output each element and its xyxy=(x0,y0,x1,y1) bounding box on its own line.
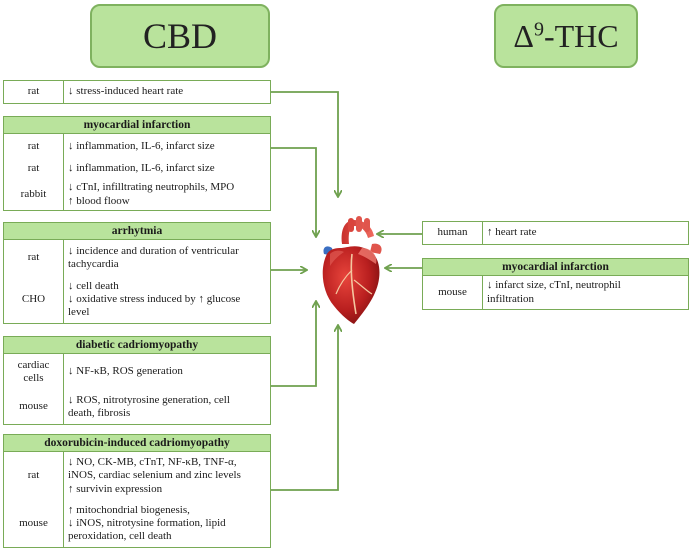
effect-cell: ↓ inflammation, IL-6, infarct size xyxy=(64,134,270,159)
species-cell: mouse xyxy=(423,276,483,309)
species-label: rat xyxy=(27,162,40,175)
effect-label: ↓ cTnI, infilltrating neutrophils, MPO ↑… xyxy=(68,181,235,207)
cbd-diabetic-panel: diabetic cadriomyopathy cardiac cells ↓ … xyxy=(3,336,271,425)
species-label: rabbit xyxy=(20,187,47,200)
thc-sup: 9 xyxy=(533,17,544,40)
species-cell: rat xyxy=(4,452,64,500)
effect-cell: ↓ inflammation, IL-6, infarct size xyxy=(64,159,270,179)
table-row: rat ↓ incidence and duration of ventricu… xyxy=(4,240,270,276)
species-label: mouse xyxy=(19,516,48,529)
species-label: rat xyxy=(27,251,40,264)
species-cell: cardiac cells xyxy=(4,354,64,390)
arrow-myocardial xyxy=(271,147,316,236)
effect-cell: ↓ cell death ↓ oxidative stress induced … xyxy=(64,276,270,323)
panel-header: myocardial infarction xyxy=(4,117,270,134)
effect-label: ↓ infarct size, cTnI, neutrophil infiltr… xyxy=(487,279,621,305)
effect-label: ↑ mitochondrial biogenesis, ↓ iNOS, nitr… xyxy=(68,503,226,543)
species-cell: mouse xyxy=(4,390,64,424)
table-row: mouse ↓ ROS, nitrotyrosine generation, c… xyxy=(4,390,270,424)
effect-cell: ↓ stress-induced heart rate xyxy=(64,81,270,103)
table-row: rat ↓ inflammation, IL-6, infarct size xyxy=(4,134,270,159)
species-cell: mouse xyxy=(4,500,64,547)
effect-label: ↓ cell death ↓ oxidative stress induced … xyxy=(68,279,241,319)
thc-heart-rate-panel: human ↑ heart rate xyxy=(422,221,689,245)
arrow-doxorubicin xyxy=(271,326,338,491)
cbd-stress-panel: rat ↓ stress-induced heart rate xyxy=(3,80,271,104)
species-label: cardiac cells xyxy=(17,358,50,384)
species-label: rat xyxy=(27,139,40,152)
effect-cell: ↑ heart rate xyxy=(483,222,688,244)
thc-myocardial-panel: myocardial infarction mouse ↓ infarct si… xyxy=(422,258,689,310)
table-row: rat ↓ NO, CK-MB, cTnT, NF-κB, TNF-α, iNO… xyxy=(4,452,270,500)
table-row: rabbit ↓ cTnI, infilltrating neutrophils… xyxy=(4,179,270,210)
table-row: mouse ↓ infarct size, cTnI, neutrophil i… xyxy=(423,276,688,309)
thc-title-text: Δ9-THC xyxy=(513,18,618,55)
species-cell: rat xyxy=(4,81,64,103)
panel-header: doxorubicin-induced cadriomyopathy xyxy=(4,435,270,452)
effect-label: ↓ NF-κB, ROS generation xyxy=(68,365,183,378)
species-cell: rat xyxy=(4,134,64,159)
species-cell: rabbit xyxy=(4,179,64,210)
effect-cell: ↓ cTnI, infilltrating neutrophils, MPO ↑… xyxy=(64,179,270,210)
species-label: human xyxy=(437,226,468,239)
effect-label: ↓ incidence and duration of ventricular … xyxy=(68,244,239,270)
table-row: rat ↓ inflammation, IL-6, infarct size xyxy=(4,159,270,179)
arrow-cbd-top xyxy=(271,91,338,196)
species-cell: rat xyxy=(4,240,64,276)
table-row: human ↑ heart rate xyxy=(423,222,688,244)
effect-cell: ↓ NF-κB, ROS generation xyxy=(64,354,270,390)
effect-cell: ↓ ROS, nitrotyrosine generation, cell de… xyxy=(64,390,270,424)
effect-label: ↓ NO, CK-MB, cTnT, NF-κB, TNF-α, iNOS, c… xyxy=(68,456,241,495)
cbd-title: CBD xyxy=(90,4,270,68)
species-label: mouse xyxy=(19,400,48,413)
species-label: rat xyxy=(27,469,40,482)
table-row: cardiac cells ↓ NF-κB, ROS generation xyxy=(4,354,270,390)
thc-suffix: -THC xyxy=(543,17,619,54)
effect-cell: ↓ infarct size, cTnI, neutrophil infiltr… xyxy=(483,276,688,309)
species-label: CHO xyxy=(21,292,46,305)
effect-label: ↓ inflammation, IL-6, infarct size xyxy=(68,139,215,152)
cbd-myocardial-panel: myocardial infarction rat ↓ inflammation… xyxy=(3,116,271,211)
panel-header: arrhytmia xyxy=(4,223,270,240)
effect-cell: ↓ NO, CK-MB, cTnT, NF-κB, TNF-α, iNOS, c… xyxy=(64,452,270,500)
cbd-doxorubicin-panel: doxorubicin-induced cadriomyopathy rat ↓… xyxy=(3,434,271,548)
cbd-arrhythmia-panel: arrhytmia rat ↓ incidence and duration o… xyxy=(3,222,271,324)
effect-label: ↓ stress-induced heart rate xyxy=(68,85,184,98)
thc-delta: Δ xyxy=(513,17,534,54)
species-cell: CHO xyxy=(4,276,64,323)
effect-label: ↓ ROS, nitrotyrosine generation, cell de… xyxy=(68,393,230,419)
arrow-diabetic xyxy=(271,302,316,387)
heart-icon xyxy=(322,216,382,324)
species-cell: human xyxy=(423,222,483,244)
effect-label: ↓ inflammation, IL-6, infarct size xyxy=(68,162,215,175)
species-label: mouse xyxy=(438,285,467,298)
cbd-title-text: CBD xyxy=(142,16,218,56)
thc-title: Δ9-THC xyxy=(494,4,638,68)
effect-label: ↑ heart rate xyxy=(487,226,537,239)
table-row: rat ↓ stress-induced heart rate xyxy=(4,81,270,103)
panel-header: diabetic cadriomyopathy xyxy=(4,337,270,354)
panel-header: myocardial infarction xyxy=(423,259,688,276)
species-label: rat xyxy=(27,85,40,98)
species-cell: rat xyxy=(4,159,64,179)
table-row: CHO ↓ cell death ↓ oxidative stress indu… xyxy=(4,276,270,323)
effect-cell: ↑ mitochondrial biogenesis, ↓ iNOS, nitr… xyxy=(64,500,270,547)
table-row: mouse ↑ mitochondrial biogenesis, ↓ iNOS… xyxy=(4,500,270,547)
effect-cell: ↓ incidence and duration of ventricular … xyxy=(64,240,270,276)
